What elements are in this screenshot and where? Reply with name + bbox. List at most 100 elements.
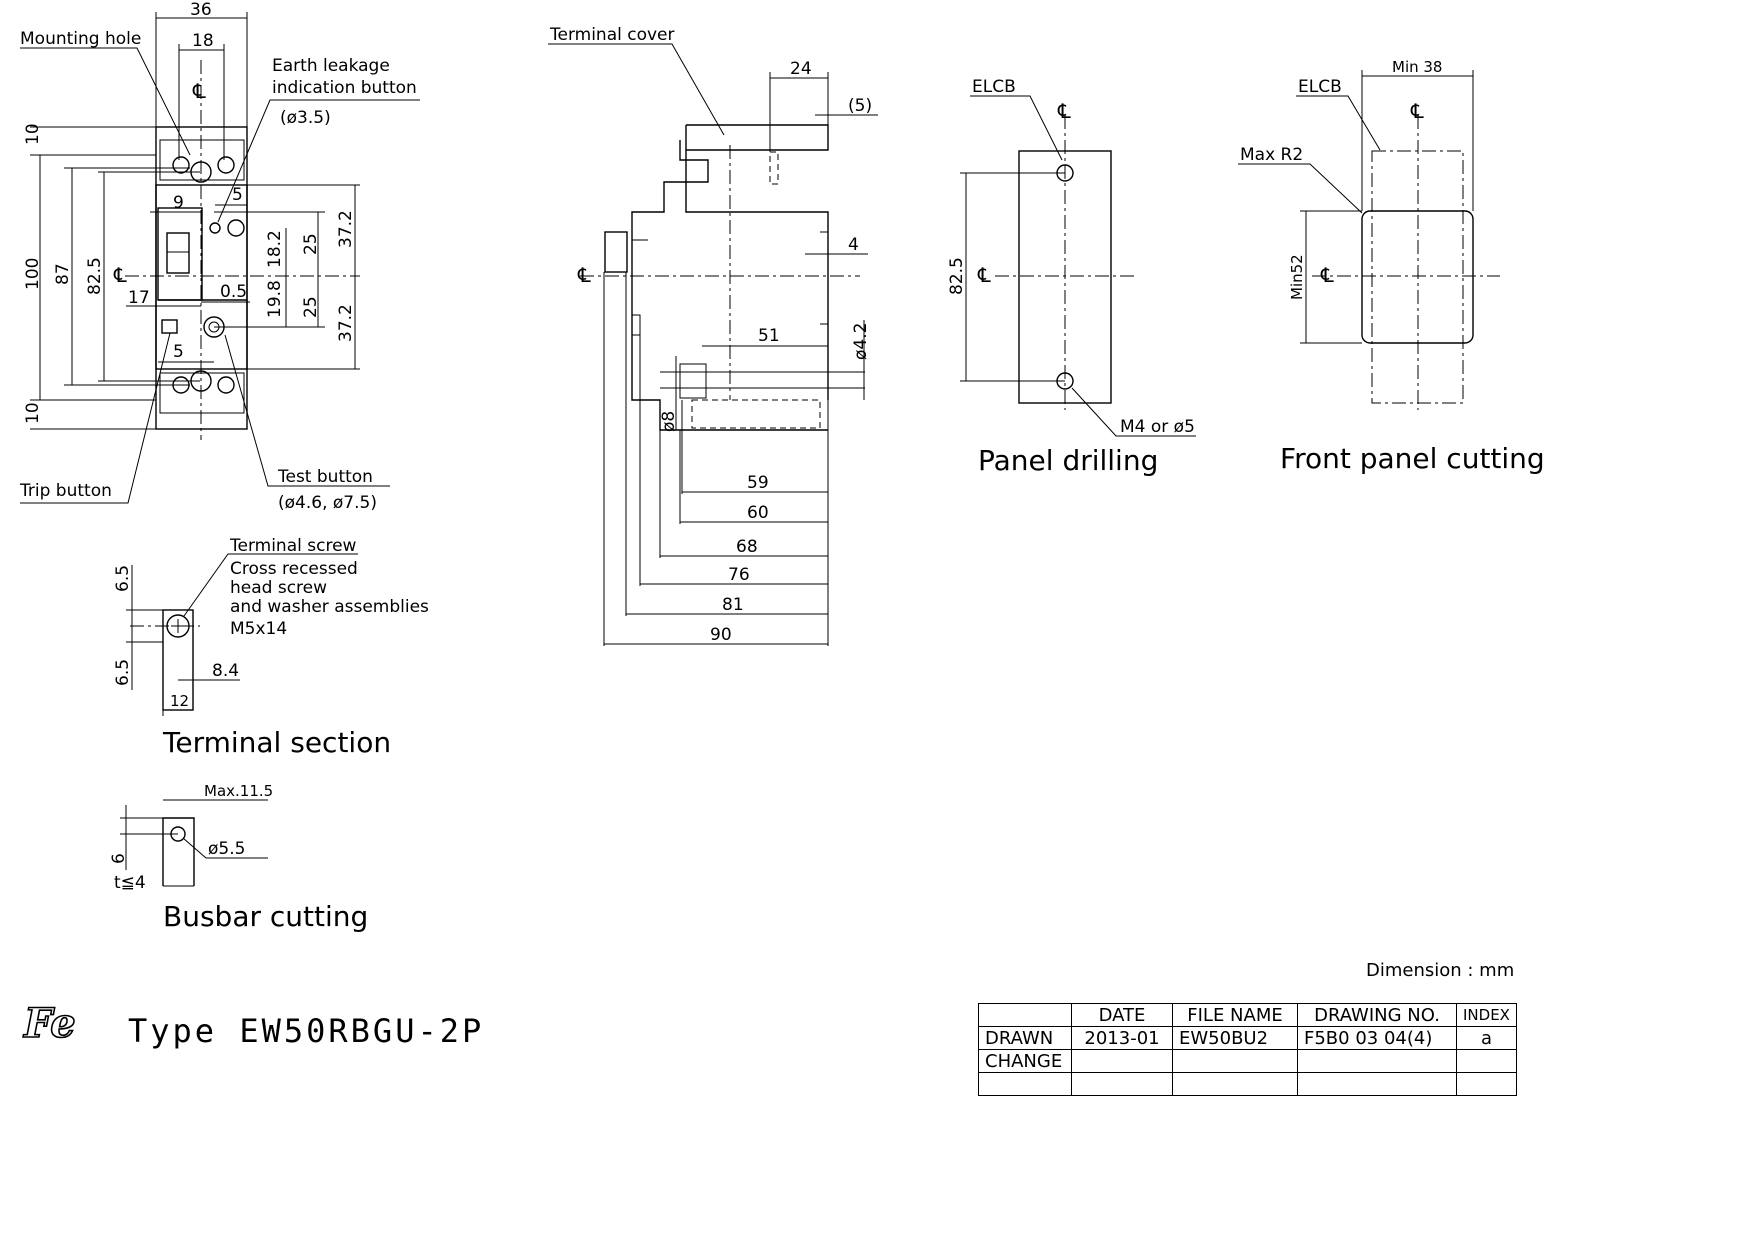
dim-8-4: 8.4 [212, 661, 239, 681]
centerline-mark-panel-left: ℄ [977, 263, 991, 287]
cell-drawing-no: F5B0 03 04(4) [1297, 1026, 1457, 1050]
dim-60: 60 [747, 503, 769, 523]
dim-10-bottom: 10 [23, 402, 43, 424]
label-terminal-cover: Terminal cover [549, 25, 675, 45]
dim-51: 51 [758, 326, 780, 346]
dim-12: 12 [170, 692, 189, 710]
label-test-button: Test button [277, 467, 373, 487]
dim-t-le-4: t≦4 [114, 873, 146, 893]
busbar-cutting: Max.11.5 6 ø5.5 t≦4 Busbar cutting [109, 782, 368, 933]
dim-18-2: 18.2 [265, 230, 285, 268]
dim-18: 18 [192, 31, 214, 51]
dim-5-paren: (5) [848, 96, 872, 116]
front-view: ℄ ℄ 36 18 10 100 10 87 82.5 9 5 17 [19, 0, 420, 513]
dim-82-5-panel: 82.5 [947, 257, 967, 295]
label-mounting-hole: Mounting hole [20, 29, 141, 49]
label-elcb-fpc: ELCB [1298, 77, 1342, 97]
dim-6-5-top: 6.5 [113, 565, 133, 592]
dim-37-2-top: 37.2 [336, 210, 356, 248]
dim-76: 76 [728, 565, 750, 585]
cell-empty-3 [1297, 1072, 1457, 1096]
cell-index: a [1456, 1026, 1517, 1050]
dim-36: 36 [190, 0, 212, 20]
title-block-row-empty [978, 1072, 1517, 1096]
dim-6-busbar: 6 [109, 853, 129, 864]
handle-side [604, 231, 628, 273]
dim-90: 90 [710, 625, 732, 645]
label-screw-line-4: M5x14 [230, 619, 287, 639]
dim-dia-5-5: ø5.5 [208, 839, 245, 859]
side-view: ℄ Terminal cover 24 (5) 4 51 ø4.2 ø8 59 … [548, 25, 878, 646]
top-terminal-screw-left [172, 156, 190, 174]
dim-min-52: Min52 [1288, 254, 1306, 300]
dim-0-5: 0.5 [220, 282, 247, 302]
dim-5-top: 5 [232, 185, 243, 205]
cell-change-file [1172, 1049, 1298, 1073]
cell-drawn: DRAWN [978, 1026, 1072, 1050]
title-block-header-row: DATE FILE NAME DRAWING NO. INDEX [978, 1003, 1517, 1027]
dim-82-5: 82.5 [85, 257, 105, 295]
dim-24: 24 [790, 59, 812, 79]
label-test-button-dia: (ø4.6, ø7.5) [278, 493, 377, 513]
label-trip-button: Trip button [19, 481, 112, 501]
label-m4-or-dia5: M4 or ø5 [1120, 417, 1195, 437]
dim-37-2-bottom: 37.2 [336, 304, 356, 342]
dim-25-top: 25 [301, 233, 321, 255]
centerline-mark-front-top: ℄ [192, 79, 206, 103]
bottom-terminal-block [159, 372, 245, 414]
cell-date: 2013-01 [1071, 1026, 1173, 1050]
busbar-outline [162, 817, 195, 886]
dim-5-bottom: 5 [173, 342, 184, 362]
front-panel-cutting: ℄ ℄ Min 38 Min52 ELCB Max R2 Front panel… [1238, 58, 1545, 475]
dim-68: 68 [736, 537, 758, 557]
dim-19-8: 19.8 [265, 280, 285, 318]
header-file-name: FILE NAME [1172, 1003, 1298, 1027]
terminal-cover-top [685, 124, 829, 151]
title-block-row-drawn: DRAWN 2013-01 EW50BU2 F5B0 03 04(4) a [978, 1026, 1517, 1050]
panel-drilling-title: Panel drilling [978, 444, 1158, 477]
label-elcb-panel: ELCB [972, 77, 1016, 97]
dim-81: 81 [722, 595, 744, 615]
title-block-row-change: CHANGE [978, 1049, 1517, 1073]
centerline-mark-panel-top: ℄ [1057, 99, 1071, 123]
label-earth-leakage-1: Earth leakage [272, 56, 390, 76]
cell-change-date [1071, 1049, 1173, 1073]
label-terminal-screw: Terminal screw [229, 536, 357, 556]
centerline-mark-front-left: ℄ [113, 263, 127, 287]
top-terminal-screw-right [217, 156, 235, 174]
bottom-terminal-screw-right [217, 376, 235, 394]
centerline-mark-fpc-top: ℄ [1410, 99, 1424, 123]
dim-dia-4-2: ø4.2 [851, 323, 871, 360]
fuji-electric-logo: Fe [23, 999, 76, 1048]
dim-6-5-bottom: 6.5 [113, 659, 133, 686]
dim-max-11-5: Max.11.5 [204, 782, 273, 800]
label-earth-leakage-dia: (ø3.5) [280, 108, 331, 128]
title-block-table: DATE FILE NAME DRAWING NO. INDEX DRAWN 2… [978, 1003, 1517, 1096]
dim-10-top: 10 [23, 123, 43, 145]
dim-9: 9 [173, 193, 184, 213]
dim-87: 87 [53, 263, 73, 285]
busbar-cutting-title: Busbar cutting [163, 900, 368, 933]
label-max-r2: Max R2 [1240, 145, 1303, 165]
dim-4: 4 [848, 235, 859, 255]
dim-100: 100 [23, 258, 43, 290]
cell-empty-4 [1456, 1072, 1517, 1096]
model-type: Type EW50RBGU-2P [128, 1012, 485, 1050]
terminal-section: 6.5 6.5 8.4 12 Terminal screw Cross rece… [113, 536, 429, 759]
cell-empty-2 [1172, 1072, 1298, 1096]
trip-button [161, 319, 178, 334]
centerline-mark-side: ℄ [577, 263, 591, 287]
terminal-cover-bottom [691, 399, 821, 429]
dim-59: 59 [747, 473, 769, 493]
dim-min-38: Min 38 [1392, 58, 1442, 76]
centerline-mark-fpc-left: ℄ [1320, 263, 1334, 287]
cell-empty-0 [978, 1072, 1072, 1096]
label-earth-leakage-2: indication button [272, 78, 417, 98]
cell-change-index [1456, 1049, 1517, 1073]
terminal-section-title: Terminal section [162, 726, 391, 759]
cell-change: CHANGE [978, 1049, 1072, 1073]
header-index: INDEX [1456, 1003, 1517, 1027]
cell-file-name: EW50BU2 [1172, 1026, 1298, 1050]
label-screw-line-3: and washer assemblies [230, 597, 429, 617]
